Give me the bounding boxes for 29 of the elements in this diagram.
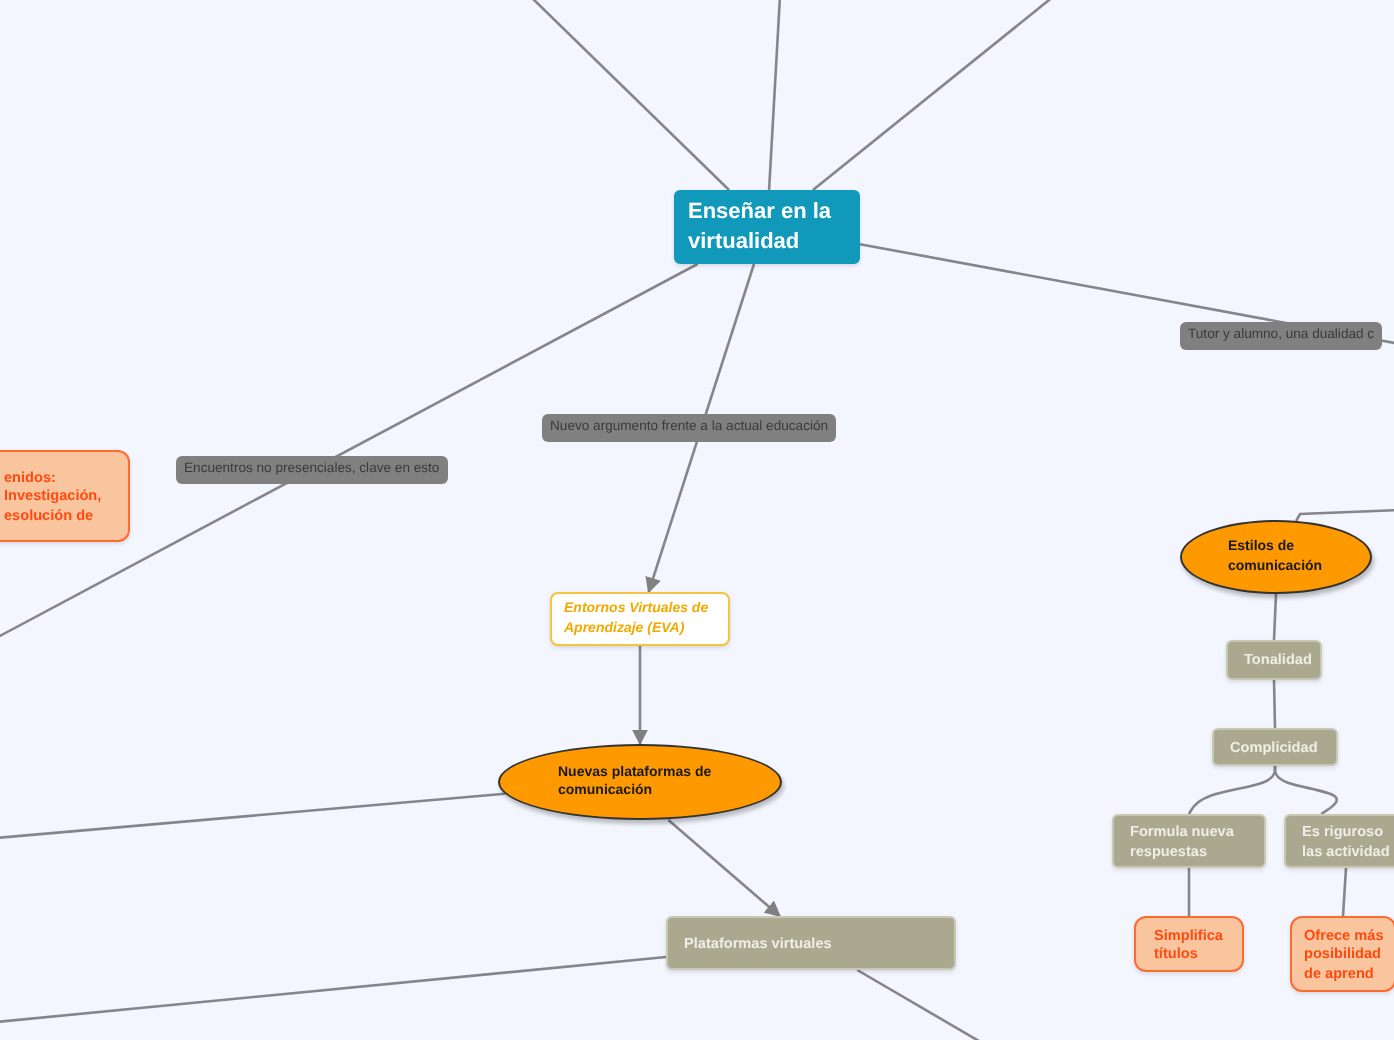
subtopic-box (1284, 814, 1394, 868)
connector-line (856, 968, 985, 1040)
connector-line (767, 0, 782, 191)
connector-line (1273, 766, 1338, 816)
connector-line (0, 955, 667, 1024)
topic-box (674, 190, 860, 264)
topic-ellipse (1180, 520, 1372, 594)
arrow (632, 646, 648, 746)
connector-line (1272, 679, 1277, 729)
connector-line (529, 0, 730, 191)
connector-line (1341, 867, 1348, 917)
idea-box (1134, 916, 1244, 972)
node-text: Enseñar en la virtualidad (688, 198, 834, 256)
idea-box (0, 450, 130, 542)
idea-box (550, 592, 730, 646)
connector-line (1272, 593, 1278, 641)
idea-box (1290, 916, 1394, 992)
arrow (645, 263, 756, 594)
connector-line (1187, 868, 1191, 916)
connector-line (0, 792, 506, 840)
connector-line (1187, 766, 1277, 815)
subtopic-box (666, 916, 956, 970)
subtopic-box (1226, 640, 1322, 680)
arrow (667, 819, 781, 918)
connector-line (812, 0, 1055, 191)
connector-line (1295, 508, 1394, 522)
subtopic-box (1212, 728, 1338, 766)
subtopic-box (1112, 814, 1266, 868)
connector-line (0, 262, 699, 640)
